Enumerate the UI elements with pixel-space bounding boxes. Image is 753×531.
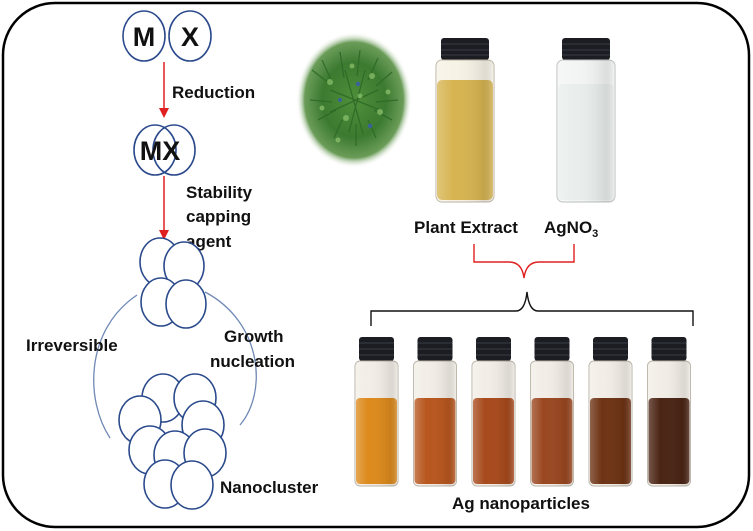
nanoparticle-vial [471,337,516,487]
agno3-subscript: 3 [592,228,598,240]
plant-photo [296,32,412,168]
x-circle-merged [152,124,196,176]
mx-letters: MX [140,136,181,166]
nanoparticle-vial [588,337,633,487]
x-circle [168,10,212,62]
combine-bracket [473,244,575,279]
plant-extract-label: Plant Extract [414,218,518,237]
nanoparticle-vial [354,337,399,487]
nanoparticle-vial [530,337,574,487]
reduction-label: Reduction [172,83,255,102]
ag-nanoparticles-label: Ag nanoparticles [452,494,590,513]
agno3-label: AgNO3 [544,218,598,240]
nanoparticle-vial [413,337,457,487]
m-x-pair: M X [122,10,212,62]
nanocluster-label: Nanocluster [220,478,319,497]
merged-mx: MX [133,124,196,176]
nanoparticle-vial [647,337,691,487]
agno3-base: AgNO [544,218,592,237]
stability-label-3: agent [186,232,232,251]
plant-extract-vial [435,38,495,203]
m-circle [122,10,166,62]
nanocluster-shape [118,373,227,510]
small-cluster [139,237,207,329]
stability-label-1: Stability [186,183,253,202]
m-circle-merged [133,124,177,176]
x-letter: X [181,22,199,52]
agno3-vial [556,38,616,203]
irreversible-arc [93,294,138,439]
irreversible-label: Irreversible [26,336,118,355]
growth-arc [204,291,257,426]
product-vials [354,337,691,487]
stability-label-2: capping [186,207,251,226]
growth-label: Growth [224,327,284,346]
nucleation-label: nucleation [210,352,295,371]
m-letter: M [133,22,156,52]
product-bracket [370,291,694,326]
